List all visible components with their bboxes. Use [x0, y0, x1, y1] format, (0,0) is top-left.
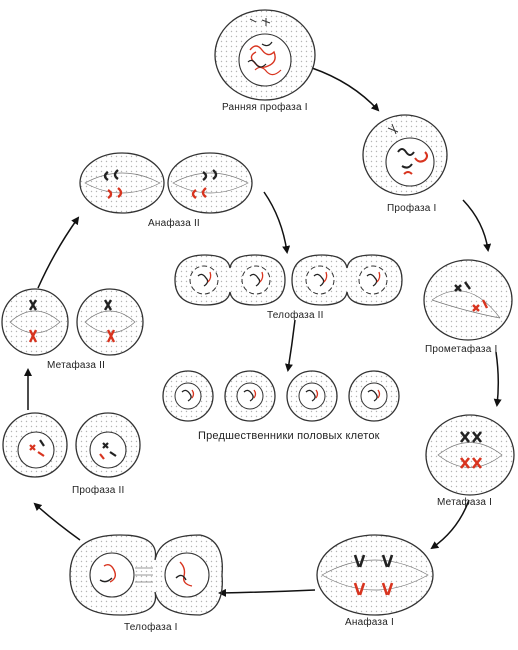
- label-prophase-1: Профаза I: [387, 203, 437, 214]
- label-prophase-2: Профаза II: [72, 485, 125, 496]
- cell-anaphase-2-right: [167, 152, 253, 214]
- cell-prophase-2-right: [75, 412, 141, 478]
- cell-prometaphase-1: [423, 259, 513, 341]
- label-telophase-1: Телофаза I: [124, 622, 178, 633]
- arrow-prophase1-to-prometa1: [462, 199, 492, 252]
- label-telophase-2: Телофаза II: [267, 310, 324, 321]
- label-metaphase-2: Метафаза II: [47, 360, 106, 371]
- arrow-meta2-to-ana2: [37, 216, 80, 289]
- precursor-cell-3: [286, 370, 338, 422]
- label-germ-cell-precursors: Предшественники половых клеток: [198, 430, 380, 442]
- label-anaphase-2: Анафаза II: [148, 218, 200, 229]
- arrow-early-to-prophase1: [311, 67, 380, 112]
- arrow-telo1-to-pro2: [33, 502, 81, 541]
- arrow-ana2-to-telo2: [263, 191, 291, 254]
- arrow-telo2-to-precursors: [284, 319, 296, 372]
- label-metaphase-1: Метафаза I: [437, 497, 493, 508]
- label-prometaphase-1: Прометафаза I: [425, 344, 498, 355]
- cell-prophase-1: [362, 114, 448, 196]
- cycle-arrows: [24, 67, 502, 597]
- cell-telophase-2-right: [291, 254, 403, 306]
- label-early-prophase-1: Ранняя профаза I: [222, 102, 308, 113]
- cell-metaphase-2-right: [76, 288, 144, 356]
- cell-telophase-2-left: [174, 254, 286, 306]
- precursor-cell-4: [348, 370, 400, 422]
- cell-telophase-1: [69, 534, 223, 616]
- cell-early-prophase-1: [214, 9, 316, 101]
- cell-prophase-2-left: [2, 412, 68, 478]
- cell-anaphase-2-left: [79, 152, 165, 214]
- precursor-cell-2: [224, 370, 276, 422]
- precursor-cell-1: [162, 370, 214, 422]
- cell-metaphase-1: [425, 414, 515, 496]
- arrow-ana1-to-telo1: [218, 588, 316, 597]
- label-anaphase-1: Анафаза I: [345, 617, 394, 628]
- cell-metaphase-2-left: [1, 288, 69, 356]
- arrow-prometa1-to-meta1: [493, 351, 502, 407]
- cell-anaphase-1: [316, 534, 434, 616]
- arrow-meta1-to-ana1: [430, 499, 470, 550]
